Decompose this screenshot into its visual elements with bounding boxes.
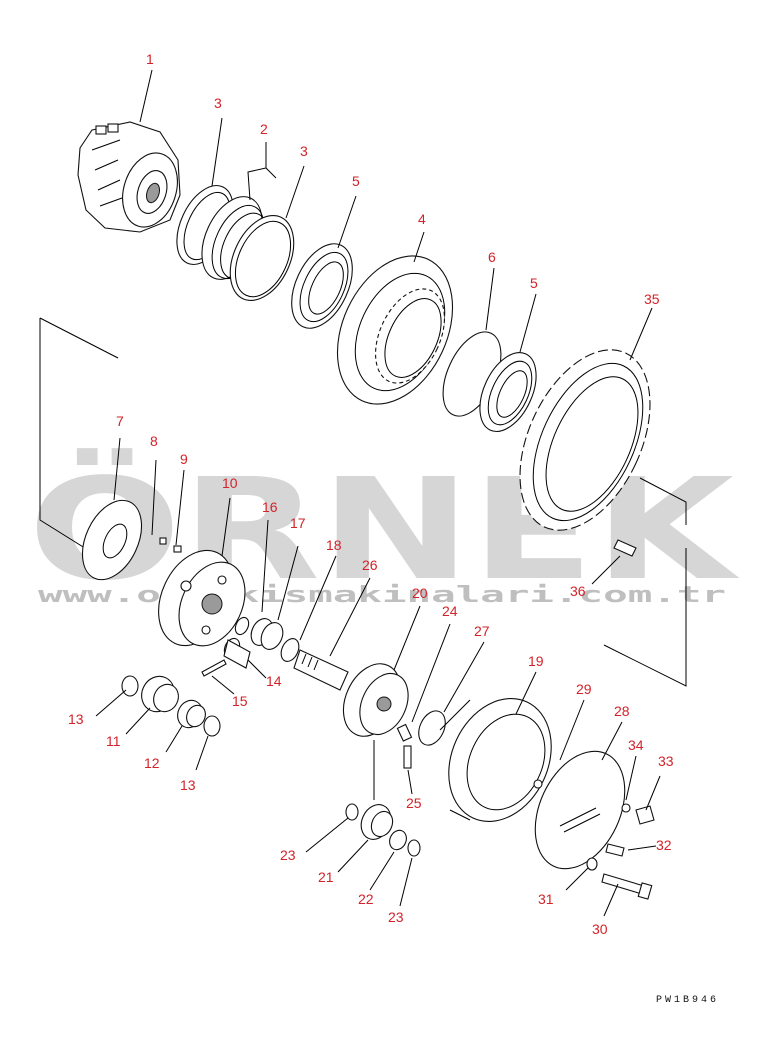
part-23-washer-a [345,803,359,821]
part-33-plug [635,805,655,825]
part-36-bolt [613,539,637,557]
part-9-pin [173,545,182,553]
part-31-washer [586,857,598,871]
part-29-plug [533,779,543,789]
label-8: 8 [150,433,158,449]
part-24-pin [396,723,413,742]
label-27: 27 [474,623,490,639]
label-5-lower: 5 [530,275,538,291]
label-12: 12 [144,755,160,771]
label-4: 4 [418,211,426,227]
part-35-sprocket [519,349,651,531]
label-22: 22 [358,891,374,907]
label-10: 10 [222,475,238,491]
label-13-right: 13 [180,777,196,793]
label-9: 9 [180,451,188,467]
label-24: 24 [442,603,458,619]
part-27-ring [418,710,446,746]
part-22-bearing [389,829,407,851]
label-13-left: 13 [68,711,84,727]
part-13-washer-a [121,675,139,697]
label-25: 25 [406,795,422,811]
drawing-code: PW1B946 [656,995,719,1006]
label-2: 2 [260,121,268,137]
label-28: 28 [614,703,630,719]
part-20-planet-carrier [342,663,409,737]
leader-lines [95,69,661,917]
label-16: 16 [262,499,278,515]
label-34: 34 [628,737,644,753]
part-3-ring-b [229,214,295,302]
label-19: 19 [528,653,544,669]
part-17-gear [250,618,284,650]
part-8-pin [159,537,167,545]
label-23-left: 23 [280,847,296,863]
label-23-right: 23 [388,909,404,925]
part-15-pin [201,659,227,677]
label-11: 11 [106,733,121,749]
label-14: 14 [266,673,282,689]
part-10-planet-carrier [158,549,246,647]
part-32-plug [605,843,625,857]
part-12-bearing [177,699,206,729]
part-13-washer-b [203,715,221,737]
label-31: 31 [538,891,554,907]
label-20: 20 [412,585,428,601]
label-32: 32 [656,837,672,853]
label-6: 6 [488,249,496,265]
part-5-bearing-lower [479,352,537,432]
label-35: 35 [644,291,660,307]
part-number-labels: 1 3 2 3 5 4 6 5 35 7 8 9 10 16 17 18 26 … [68,51,674,937]
label-1: 1 [146,51,154,67]
part-19-ring-gear [439,698,552,822]
label-29: 29 [576,681,592,697]
part-18-o-ring [280,638,300,662]
part-7-thrust-plate [81,499,143,581]
label-18: 18 [326,537,342,553]
part-26-shaft [293,649,349,691]
part-21-bearing [360,804,394,840]
watermark-url: www.ornekismakinalari.com.tr [38,583,726,608]
label-15: 15 [232,693,248,709]
part-16-ring [234,616,250,636]
label-17: 17 [290,515,306,531]
label-21: 21 [318,869,334,885]
label-36: 36 [570,583,586,599]
label-26: 26 [362,557,378,573]
part-23-washer-b [407,839,421,857]
part-34-plug [621,803,631,813]
part-4-ring-gear-hub [336,255,454,405]
part-14-shaft [223,637,251,669]
part-11-bearing [141,675,179,713]
label-3-lower: 3 [300,143,308,159]
part-30-bolt [601,873,653,900]
label-33: 33 [658,753,674,769]
label-7: 7 [116,413,124,429]
label-30: 30 [592,921,608,937]
part-1-motor-housing [77,121,181,233]
label-3-upper: 3 [214,95,222,111]
part-25-pin [403,745,412,769]
part-5-bearing-upper [291,243,353,329]
label-5-upper: 5 [352,173,360,189]
assembly-guide-lines [39,317,687,687]
part-28-cover [534,750,626,870]
